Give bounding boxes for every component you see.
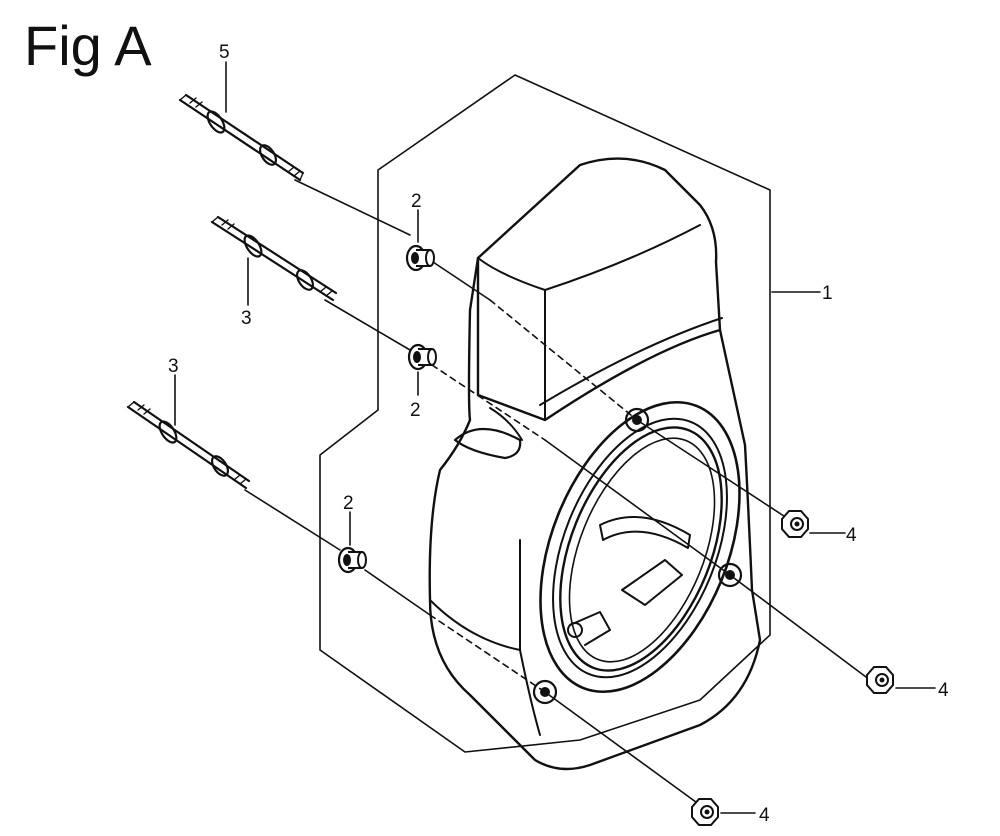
assembly-boundary <box>319 74 771 753</box>
bolt-axis-lines <box>244 179 871 806</box>
callout-3-upper: 3 <box>241 308 252 329</box>
callout-4-upper: 4 <box>846 525 857 546</box>
blower-housing <box>428 157 762 771</box>
callout-5: 5 <box>219 42 230 63</box>
callout-3-lower: 3 <box>168 356 179 377</box>
nut-4-middle <box>866 666 894 694</box>
nut-4-lower <box>691 798 719 826</box>
callout-4-lower: 4 <box>759 805 770 826</box>
nut-4-upper <box>781 510 809 538</box>
callout-1: 1 <box>822 283 833 304</box>
stud-bolt-3-upper <box>210 215 338 302</box>
fan-opening-outer <box>539 400 741 694</box>
stud-bolt-5 <box>178 93 305 182</box>
figure-title: Fig A <box>24 14 152 77</box>
stud-bolt-3-lower <box>126 400 251 490</box>
callout-4-middle: 4 <box>938 680 949 701</box>
callout-leaders <box>174 61 936 814</box>
bushing-2-middle <box>407 343 438 371</box>
bushing-2-upper <box>405 244 436 272</box>
callout-2-upper: 2 <box>411 191 422 212</box>
callout-2-middle: 2 <box>410 400 421 421</box>
callout-2-lower: 2 <box>343 493 354 514</box>
bushing-2-lower <box>337 546 368 574</box>
